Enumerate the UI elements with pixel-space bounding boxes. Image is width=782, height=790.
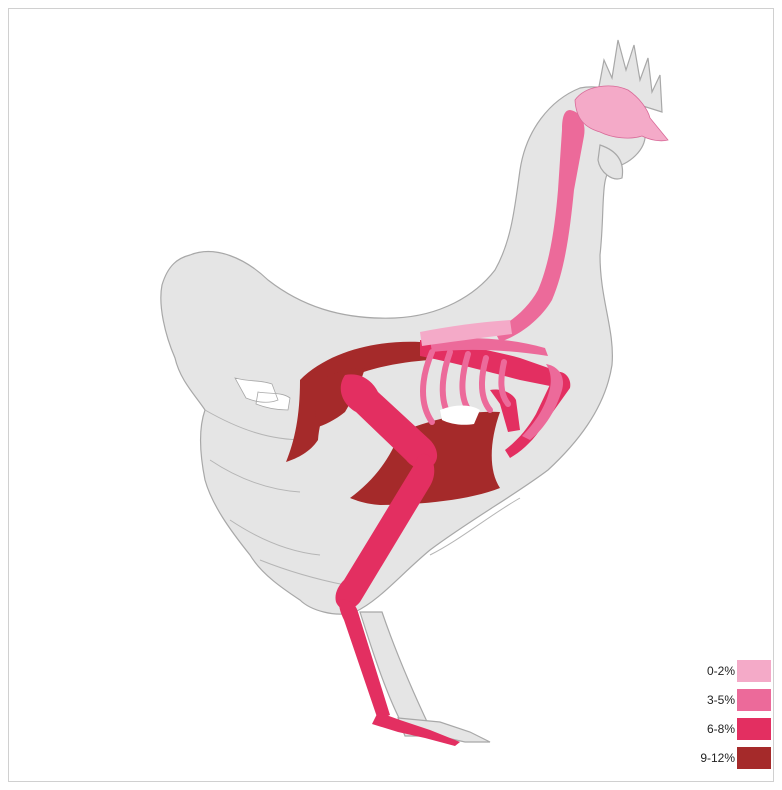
legend-item: 0-2%: [695, 660, 775, 684]
legend-swatch: [737, 689, 771, 711]
legend-item: 3-5%: [695, 689, 775, 713]
legend-swatch: [737, 747, 771, 769]
legend-label: 9-12%: [700, 751, 735, 765]
legend-label: 6-8%: [707, 722, 735, 736]
legend-label: 0-2%: [707, 664, 735, 678]
legend-item: 6-8%: [695, 718, 775, 742]
legend-swatch: [737, 718, 771, 740]
legend-label: 3-5%: [707, 693, 735, 707]
legend-swatch: [737, 660, 771, 682]
legend-item: 9-12%: [695, 747, 775, 771]
